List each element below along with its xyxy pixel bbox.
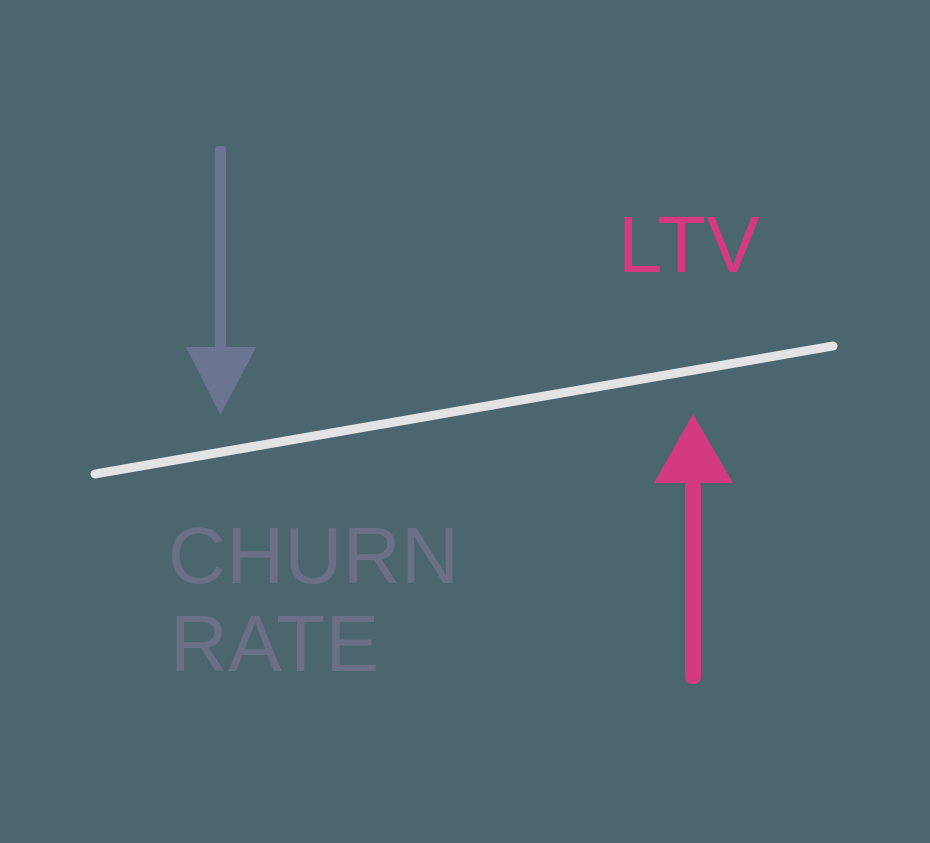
ltv-label: LTV bbox=[618, 200, 760, 289]
down-arrow-shaft bbox=[215, 146, 226, 350]
down-arrow-head bbox=[186, 347, 256, 415]
upward-trend-line bbox=[90, 341, 838, 479]
churn-rate-label-line-1: CHURN bbox=[168, 511, 459, 600]
up-arrow bbox=[654, 414, 733, 684]
up-arrow-shaft bbox=[685, 480, 701, 684]
up-arrow-head bbox=[654, 414, 733, 483]
churn-rate-label-line-2: RATE bbox=[170, 599, 379, 688]
down-arrow bbox=[186, 146, 256, 415]
